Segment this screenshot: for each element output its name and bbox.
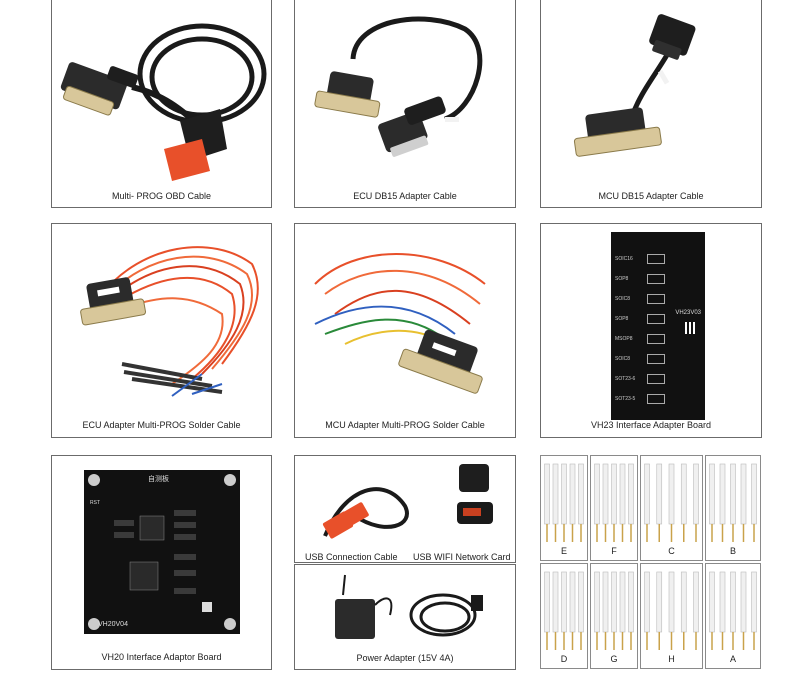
caption-ecu-solder: ECU Adapter Multi-PROG Solder Cable: [82, 420, 241, 430]
vh23-chip-label: SOIC8: [615, 296, 631, 302]
product-card-usb[interactable]: USB Connection Cable USB WIFI Network Ca…: [294, 455, 516, 563]
pin-set-f[interactable]: F: [590, 455, 638, 561]
pin-set-image: [709, 463, 757, 542]
pin-set-label: C: [668, 546, 675, 556]
vh20-board: 自测板 RST VH20V04: [84, 470, 240, 634]
vh20-board-code: VH20V04: [98, 621, 128, 628]
mount-hole: [88, 618, 100, 630]
pin-set-label: E: [560, 546, 567, 556]
caption-vh20: VH20 Interface Adaptor Board: [101, 652, 222, 662]
vh20-chip-layout: [114, 510, 212, 612]
caption-usb-wifi: USB WIFI Network Card: [413, 552, 511, 562]
pin-set-label: G: [610, 654, 618, 664]
obd-cable-image: [60, 23, 267, 181]
mcu-solder-cable-image: [314, 253, 486, 394]
pin-set-h[interactable]: H: [640, 563, 703, 669]
product-card-mcu-solder[interactable]: MCU Adapter Multi-PROG Solder Cable: [294, 223, 516, 438]
vh23-chip-footprint: [647, 314, 665, 324]
pin-set-image: [594, 463, 634, 542]
vh23-chip-label: SOIC8: [615, 356, 631, 362]
power-adapter-image: [335, 574, 483, 639]
pin-set-label: H: [668, 654, 675, 664]
vh20-rst-label: RST: [90, 500, 100, 506]
product-card-ecu-solder[interactable]: ECU Adapter Multi-PROG Solder Cable: [51, 223, 272, 438]
vh23-chip-label: SOT23-5: [615, 396, 636, 402]
pin-set-label: A: [729, 654, 736, 664]
vh20-board-title: 自测板: [148, 476, 169, 483]
vh23-chip-footprint: [647, 394, 665, 404]
pin-set-b[interactable]: B: [705, 455, 761, 561]
vh23-chip-label: SOP8: [615, 276, 629, 282]
pin-set-image: [544, 463, 584, 542]
caption-ecu-db15: ECU DB15 Adapter Cable: [353, 191, 457, 201]
product-card-vh20[interactable]: 自测板 RST VH20V04 VH20 Interface Adaptor B…: [51, 455, 272, 670]
caption-mcu-solder: MCU Adapter Multi-PROG Solder Cable: [325, 420, 485, 430]
caption-mcu-db15: MCU DB15 Adapter Cable: [598, 191, 704, 201]
product-card-obd-cable[interactable]: Multi- PROG OBD Cable: [51, 0, 272, 208]
caption-power: Power Adapter (15V 4A): [356, 653, 454, 663]
pin-set-image: [544, 571, 584, 650]
ecu-db15-image: [314, 16, 483, 157]
pin-set-c[interactable]: C: [640, 455, 703, 561]
vh23-chip-footprint: [647, 374, 665, 384]
vh23-board-code: VH23V03: [675, 310, 701, 316]
pin-sets-grid: E F C B D G H A: [540, 455, 762, 670]
pin-set-image: [644, 571, 699, 650]
vh23-chip-footprint: [647, 254, 665, 264]
qr-code-icon: [685, 322, 697, 334]
vh23-chip-label: SOIC16: [615, 256, 633, 262]
caption-usb-cable: USB Connection Cable: [305, 552, 398, 562]
vh23-chip-footprint: [647, 294, 665, 304]
usb-items-image: [322, 464, 493, 539]
mcu-db15-image: [573, 14, 696, 157]
vh23-chip-footprint: [647, 354, 665, 364]
product-card-ecu-db15[interactable]: ECU DB15 Adapter Cable: [294, 0, 516, 208]
pin-set-image: [594, 571, 634, 650]
mount-hole: [88, 474, 100, 486]
vh23-chip-label: MSOP8: [615, 336, 633, 342]
caption-obd-cable: Multi- PROG OBD Cable: [111, 191, 212, 201]
vh23-chip-footprint: [647, 274, 665, 284]
pin-set-image: [709, 571, 757, 650]
mount-hole: [224, 618, 236, 630]
pin-set-label: D: [560, 654, 568, 664]
pin-set-label: B: [729, 546, 736, 556]
product-card-mcu-db15[interactable]: MCU DB15 Adapter Cable: [540, 0, 762, 208]
ecu-solder-cable-image: [80, 246, 259, 397]
pin-set-g[interactable]: G: [590, 563, 638, 669]
pin-set-label: F: [611, 546, 617, 556]
pin-set-e[interactable]: E: [540, 455, 588, 561]
vh23-chip-footprint: [647, 334, 665, 344]
caption-vh23: VH23 Interface Adapter Board: [590, 420, 712, 430]
mount-hole: [224, 474, 236, 486]
vh23-chip-label: SOT23-6: [615, 376, 636, 382]
vh23-chip-label: SOP8: [615, 316, 629, 322]
pin-set-a[interactable]: A: [705, 563, 761, 669]
product-card-power[interactable]: Power Adapter (15V 4A): [294, 564, 516, 670]
pin-set-d[interactable]: D: [540, 563, 588, 669]
pin-set-image: [644, 463, 699, 542]
